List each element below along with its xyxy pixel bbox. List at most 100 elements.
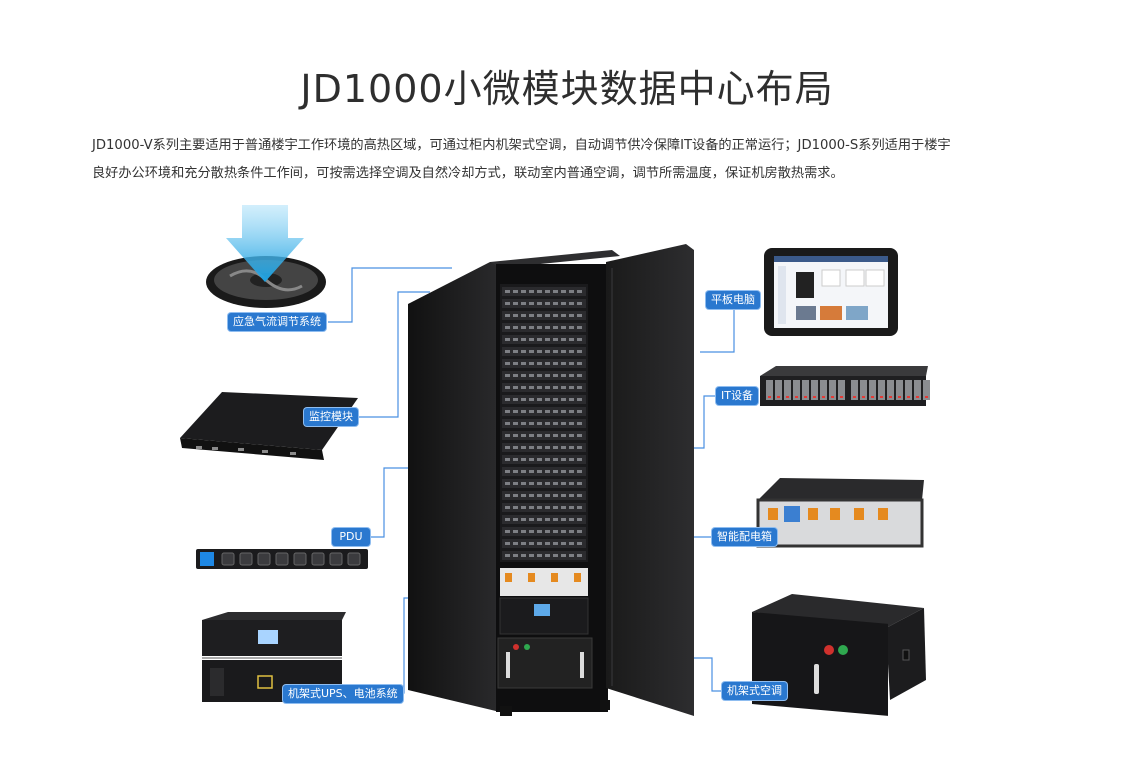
server-bay [513,350,518,353]
server-bay [529,554,534,557]
server-bay [553,482,558,485]
server-bay [505,410,510,413]
server-bay [521,362,526,365]
server-bay [537,290,542,293]
server-bay [505,446,510,449]
server-bay [513,518,518,521]
drive-led [822,396,825,398]
server-unit [502,491,586,500]
drive-bay [838,380,845,400]
server-bay [505,326,510,329]
drive-bay [923,380,930,400]
server-bay [569,362,574,365]
server-bay [513,410,518,413]
server-bay [553,362,558,365]
drive-bay [766,380,773,400]
connector-airflow [328,267,452,323]
server-bay [505,482,510,485]
server-bay [561,470,566,473]
server-bay [577,290,582,293]
server-bay [577,302,582,305]
server-bay [537,386,542,389]
drive-led [786,396,789,398]
drive-bay [878,380,885,400]
server-bay [513,434,518,437]
server-bay [537,506,542,509]
server-bay [561,362,566,365]
label-airflow: 应急气流调节系统 [228,313,326,331]
server-bay [545,470,550,473]
server-bay [529,446,534,449]
server-bay [561,398,566,401]
drive-led [804,396,807,398]
server-bay [553,386,558,389]
server-bay [537,458,542,461]
server-bay [569,290,574,293]
server-rows [502,287,586,560]
server-bay [577,362,582,365]
server-bay [537,410,542,413]
server-unit [502,431,586,440]
server-bay [545,422,550,425]
server-bay [553,518,558,521]
label-ups: 机架式UPS、电池系统 [283,685,403,703]
server-bay [545,542,550,545]
drive-led [871,396,874,398]
label-monitor: 监控模块 [304,408,358,426]
drive-led [840,396,843,398]
server-unit [502,311,586,320]
server-bay [505,506,510,509]
it-server [760,366,930,406]
label-it: IT设备 [716,387,758,405]
drive-bay [887,380,894,400]
server-bay [513,494,518,497]
server-bay [561,338,566,341]
server-bay [529,326,534,329]
connector-monitor [358,291,430,418]
server-bay [569,482,574,485]
server-bay [569,458,574,461]
label-tablet: 平板电脑 [706,291,760,309]
server-bay [553,542,558,545]
server-bay [529,434,534,437]
server-bay [521,398,526,401]
server-bay [569,434,574,437]
server-bay [577,506,582,509]
server-bay [505,290,510,293]
server-bay [569,422,574,425]
server-bay [521,290,526,293]
server-bay [577,326,582,329]
server-bay [529,398,534,401]
server-bay [505,398,510,401]
server-bay [537,530,542,533]
server-bay [513,374,518,377]
server-bay [529,506,534,509]
server-bay [529,470,534,473]
server-bay [577,350,582,353]
server-bay [577,458,582,461]
server-bay [513,482,518,485]
server-unit [502,287,586,296]
server-bay [521,506,526,509]
server-unit [502,323,586,332]
drive-led [925,396,928,398]
drive-led [768,396,771,398]
server-bay [513,554,518,557]
server-bay [545,374,550,377]
drive-led [916,396,919,398]
server-bay [537,446,542,449]
server-bay [513,362,518,365]
server-unit [502,527,586,536]
server-bay [505,314,510,317]
server-bay [553,506,558,509]
server-bay [529,410,534,413]
server-bay [505,554,510,557]
server-bay [505,470,510,473]
server-bay [505,530,510,533]
server-bay [561,446,566,449]
server-bay [529,494,534,497]
drive-bay [775,380,782,400]
server-unit [502,395,586,404]
server-bay [537,398,542,401]
server-bay [529,362,534,365]
